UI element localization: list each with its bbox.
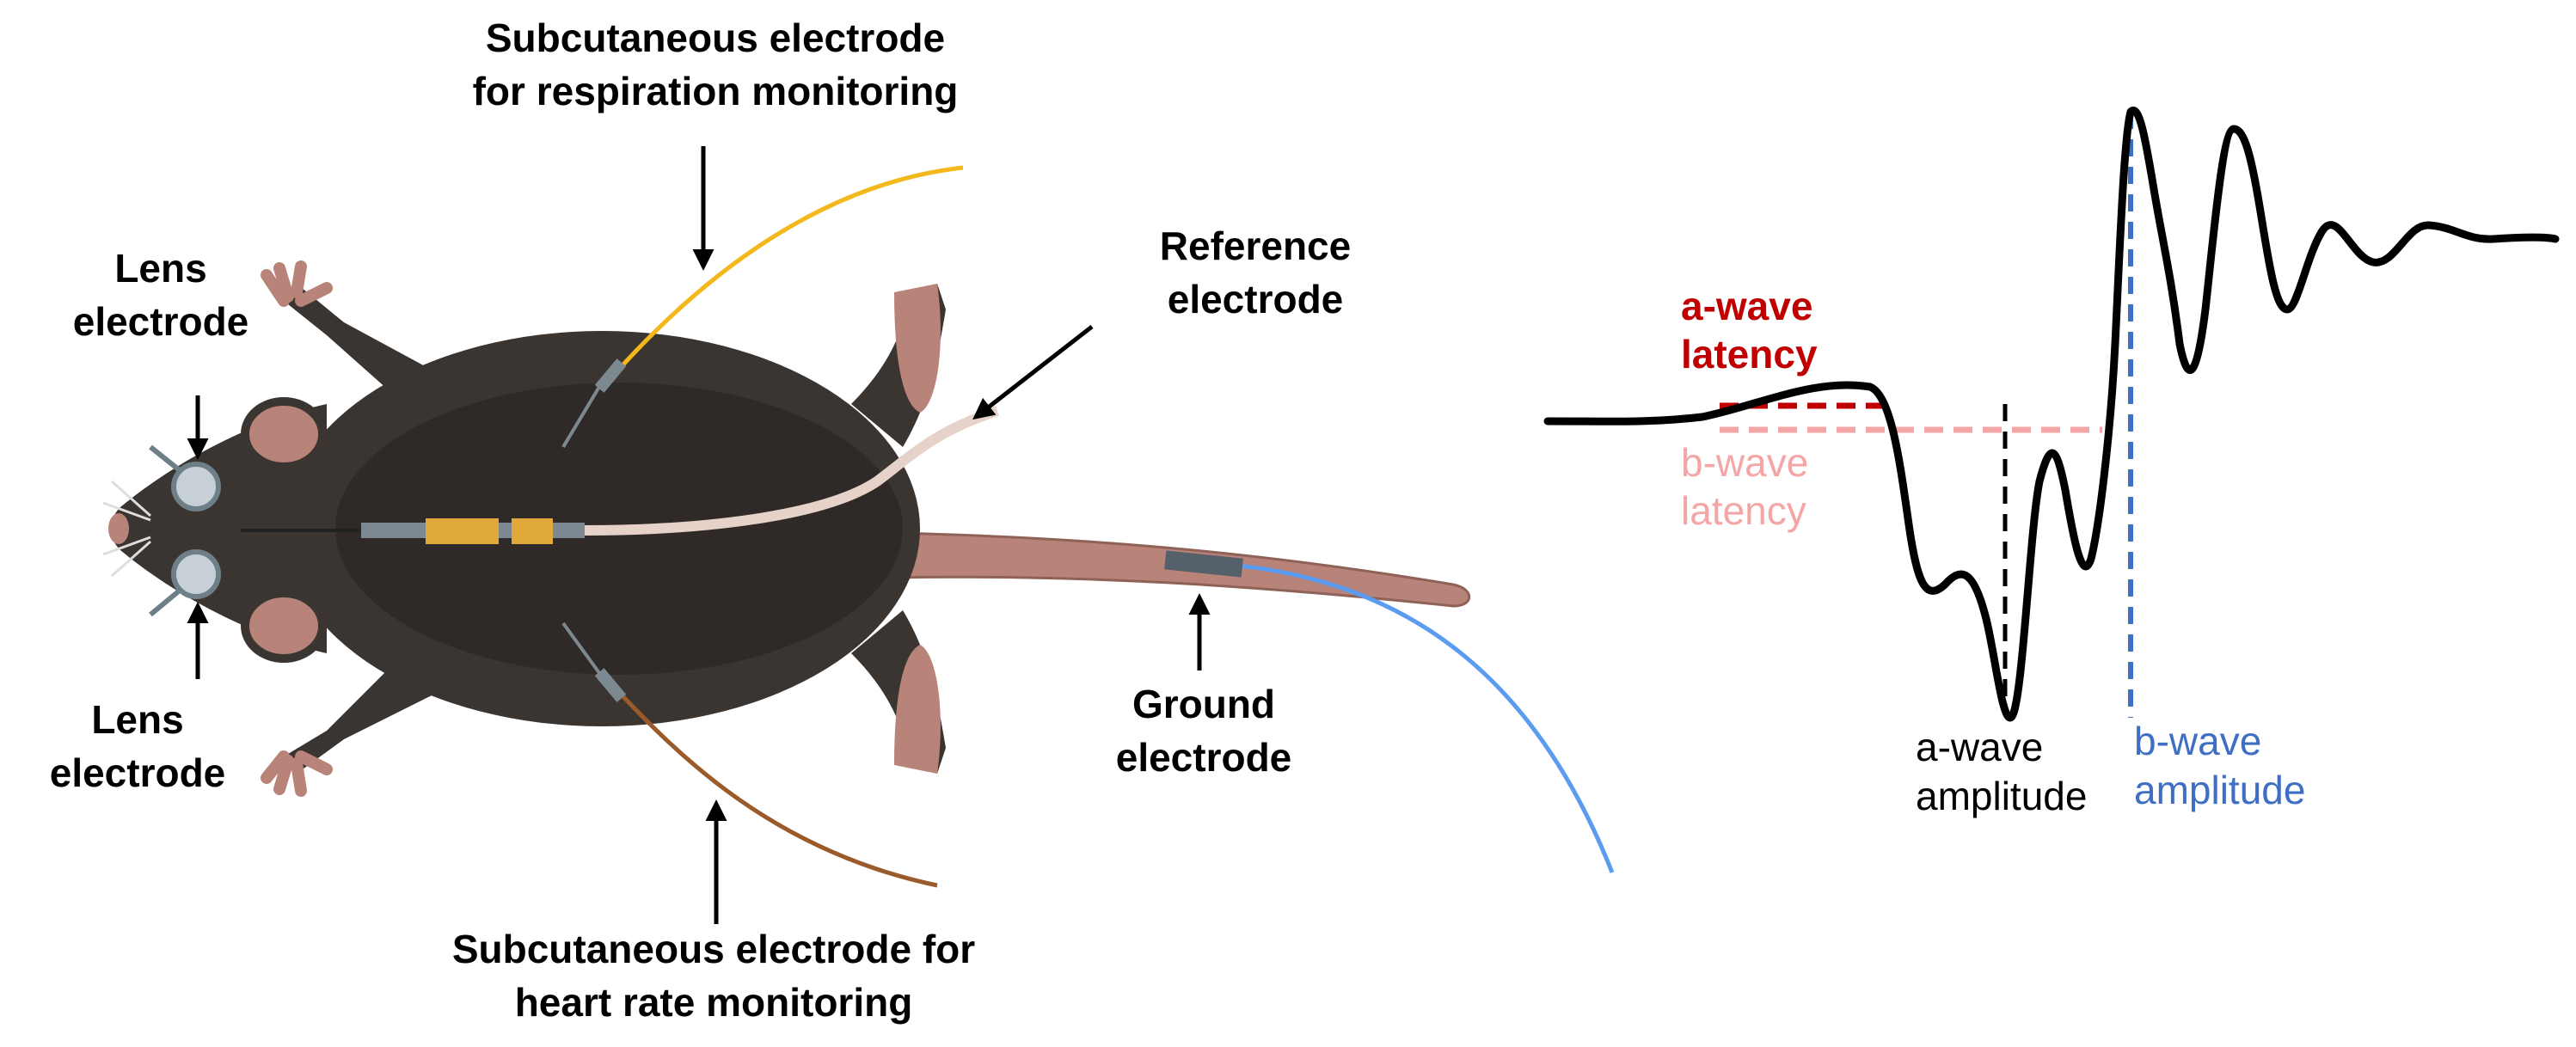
heart-rate-label-line1: Subcutaneous electrode for — [452, 927, 975, 971]
respiration-electrode-wire — [613, 165, 964, 376]
lens-bottom-label-line1: Lens — [91, 697, 183, 742]
mouse-illustration — [102, 165, 1615, 888]
mouse-hind-foot-top — [894, 284, 941, 413]
respiration-label-line2: for respiration monitoring — [473, 69, 959, 113]
a-wave-latency-label-line1: a-wave — [1681, 284, 1812, 328]
a-wave-amplitude-label-line2: amplitude — [1916, 774, 2087, 818]
mouse-ear-bottom — [241, 589, 327, 663]
mouse-front-paw-top — [261, 260, 333, 307]
mouse-ear-top — [241, 397, 327, 471]
b-wave-amplitude-label-line1: b-wave — [2134, 719, 2261, 763]
a-wave-latency-label-line2: latency — [1681, 332, 1818, 377]
lens-top-label-line2: electrode — [73, 299, 249, 344]
b-wave-latency-label-line1: b-wave — [1681, 440, 1808, 485]
reference-label-line1: Reference — [1160, 223, 1351, 268]
ground-electrode-wire — [1237, 563, 1615, 873]
arrow-reference — [972, 325, 1094, 420]
b-wave-latency-label-line2: latency — [1681, 488, 1806, 533]
erg-trace — [1543, 106, 2560, 722]
lens-top-label-line1: Lens — [114, 246, 206, 291]
lens-electrode-top — [171, 462, 221, 511]
label-arrows — [187, 146, 1211, 924]
central-probe-tape-2 — [512, 518, 553, 544]
mouse-nose — [108, 513, 129, 544]
reference-electrode-wire — [584, 406, 999, 536]
b-wave-amplitude-label-line2: amplitude — [2134, 768, 2305, 812]
respiration-label-line1: Subcutaneous electrode — [486, 15, 945, 60]
a-wave-amplitude-label-line1: a-wave — [1916, 725, 2043, 769]
lens-electrode-bottom — [171, 549, 221, 599]
mouse-hind-foot-bottom — [894, 645, 941, 774]
reference-label-line2: electrode — [1168, 277, 1344, 321]
lens-bottom-label-line2: electrode — [50, 750, 226, 795]
mouse-front-paw-bottom — [261, 750, 333, 797]
central-probe-tape-1 — [426, 518, 499, 544]
erg-waveform-panel — [1543, 106, 2560, 722]
ground-electrode-clip — [1164, 550, 1243, 578]
heart-rate-label-line2: heart rate monitoring — [515, 980, 913, 1025]
ground-label-line1: Ground — [1132, 682, 1275, 726]
mouse-whiskers — [102, 480, 151, 578]
ground-label-line2: electrode — [1116, 735, 1292, 780]
mouse-labels: Lens electrode Lens electrode Subcutaneo… — [50, 15, 1351, 1025]
heart-rate-electrode-wire — [613, 686, 938, 888]
waveform-labels: a-wave latency b-wave latency a-wave amp… — [1681, 284, 2305, 818]
heart-rate-electrode-needle — [594, 668, 627, 702]
